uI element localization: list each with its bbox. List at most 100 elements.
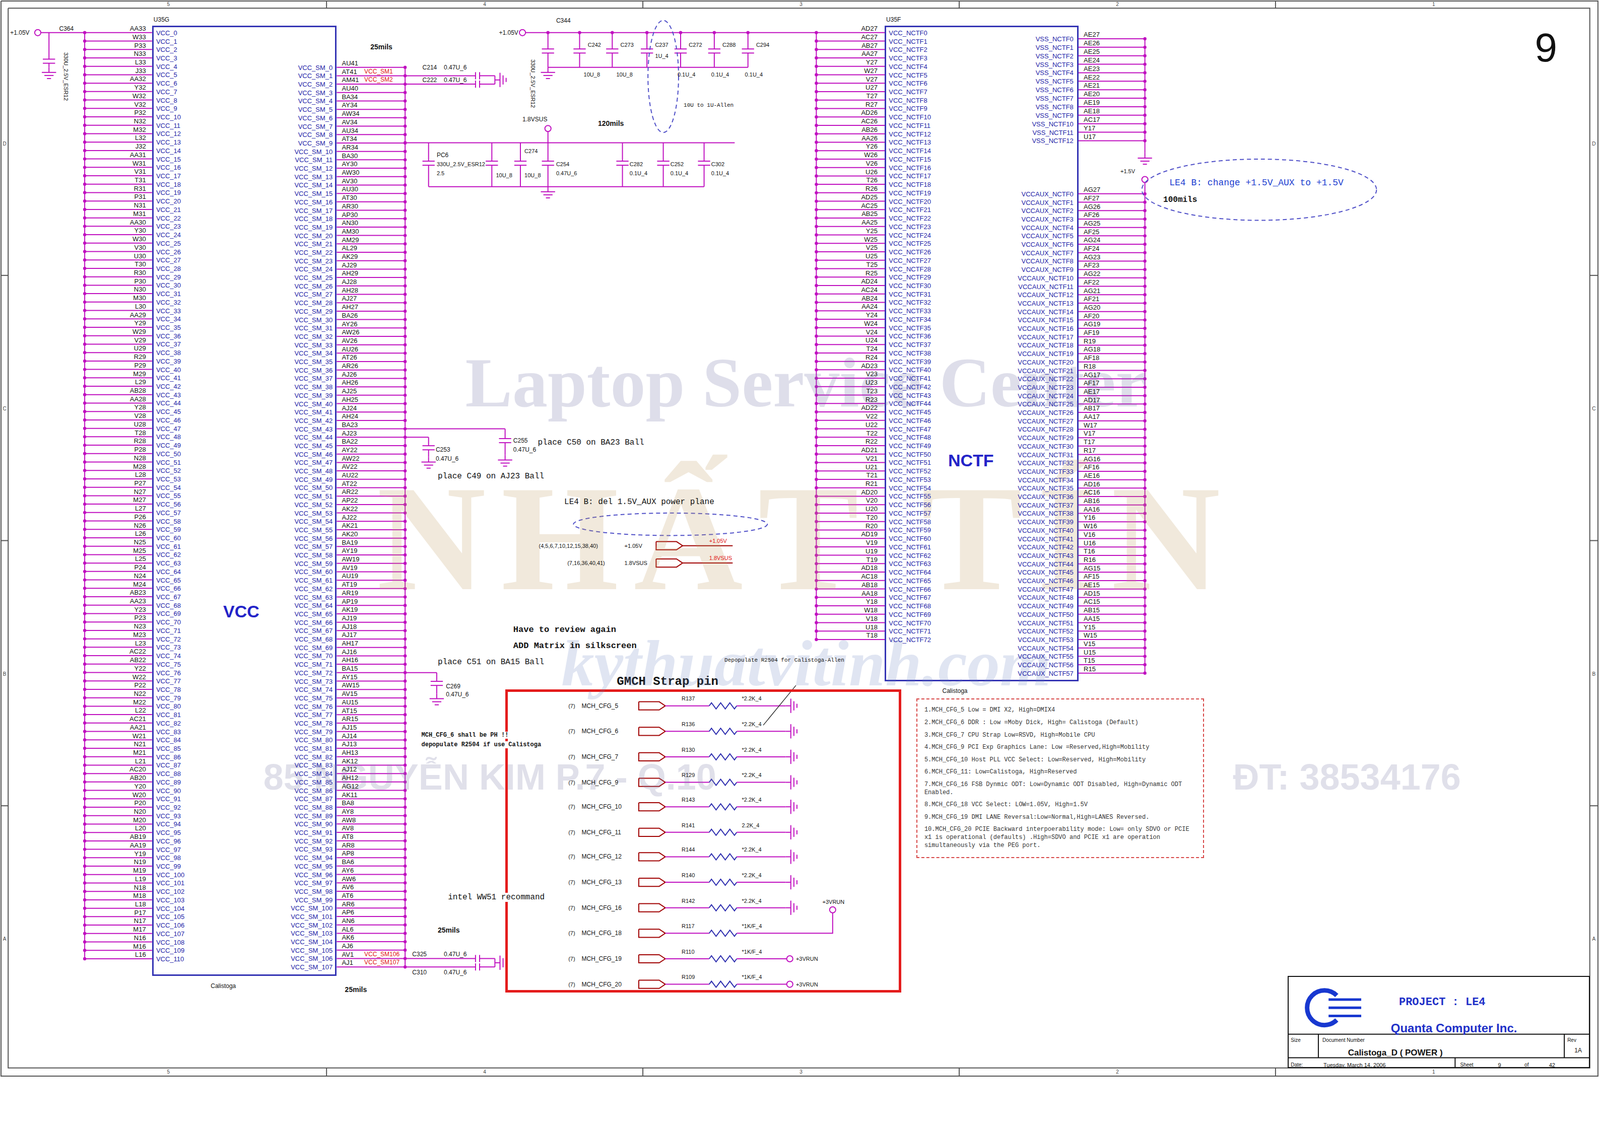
sheet-ref: (7) — [568, 804, 575, 811]
ball-number: P26 — [134, 513, 147, 520]
ground-symbol — [504, 454, 506, 460]
pin-name: VCC_SM_88 — [294, 804, 333, 811]
part-value: 10U_8 — [616, 71, 633, 78]
pin-name: VCC_68 — [156, 602, 181, 609]
ball-number: AB18 — [861, 581, 878, 588]
pin-name: VCC_54 — [156, 484, 181, 491]
wire — [436, 673, 438, 682]
ball-number: N28 — [134, 454, 147, 461]
pin-name: VCC_SM_100 — [290, 905, 333, 912]
ball-number: N31 — [134, 202, 147, 209]
ground-symbol — [796, 880, 798, 885]
pin-name: VCC_82 — [156, 719, 181, 727]
ball-number: L28 — [135, 471, 147, 479]
pin-name: VCC_NCTF39 — [888, 358, 931, 365]
junction-dot — [403, 839, 407, 843]
pin-name: VCC_SM_80 — [294, 737, 333, 744]
ground-symbol — [543, 194, 553, 196]
ball-number: AA21 — [129, 723, 147, 731]
sheet-frame — [958, 1068, 960, 1077]
net-name: MCH_CFG_12 — [581, 853, 622, 860]
ball-number: Y20 — [134, 782, 147, 790]
offpage-connector — [638, 803, 666, 812]
wire — [479, 75, 495, 77]
ground-symbol — [436, 693, 438, 699]
ball-number: AC15 — [1083, 598, 1101, 606]
note-text: Depopulate R2504 for Calistoga-Allen — [724, 657, 845, 663]
ball-number: AE20 — [1083, 90, 1100, 98]
junction-dot — [403, 873, 407, 877]
ball-number: T30 — [134, 260, 146, 268]
wire — [736, 806, 786, 808]
junction-dot — [403, 822, 407, 826]
ball-number: U24 — [865, 337, 878, 344]
wire — [736, 832, 786, 834]
ball-number: AK21 — [342, 522, 359, 529]
junction-dot — [83, 435, 87, 439]
part-value: *2.2K_4 — [742, 797, 762, 804]
part-ref: C269 — [445, 683, 461, 690]
pin-name: VCC_102 — [156, 888, 185, 896]
pin-name: VCC_SM_62 — [294, 585, 333, 592]
pin-name: VCC_32 — [156, 298, 181, 306]
ball-number: AM41 — [342, 76, 360, 84]
ball-number: T27 — [866, 92, 878, 100]
junction-dot — [403, 132, 407, 137]
ball-number: L30 — [135, 302, 147, 310]
ball-number: AJ16 — [342, 648, 358, 655]
pin-name: VCCAUX_NCTF35 — [1017, 485, 1074, 492]
wire — [405, 958, 476, 960]
ball-number: AG17 — [1083, 371, 1101, 378]
wire — [491, 143, 493, 162]
junction-dot — [1143, 427, 1147, 431]
ball-number: AH25 — [342, 395, 359, 403]
pin-name: VCCAUX_NCTF2 — [1021, 207, 1074, 215]
node-text: U35F — [886, 16, 901, 23]
ball-number: AR8 — [342, 841, 355, 849]
ball-number: AJ6 — [342, 943, 354, 950]
ball-number: T21 — [866, 472, 878, 479]
pin-name: VCC_NCTF26 — [888, 248, 931, 256]
ball-number: U25 — [865, 252, 878, 260]
pin-name: VCC_NCTF61 — [888, 543, 931, 551]
junction-dot — [814, 64, 818, 69]
ball-number: T22 — [866, 429, 878, 437]
part-value: 2.2K_4 — [742, 822, 760, 829]
pin-name: VCCAUX_NCTF1 — [1021, 198, 1074, 206]
ball-number: AF22 — [1083, 278, 1100, 286]
pin-name: VCC_SM_42 — [294, 417, 333, 424]
net-name: MCH_CFG_5 — [581, 703, 619, 710]
part-value: *1K/F_4 — [742, 949, 763, 955]
ball-number: L27 — [135, 505, 147, 512]
title-block-line — [1563, 1034, 1565, 1059]
net-name: 1.8VSUS — [709, 555, 732, 561]
capacitor-symbol — [697, 160, 710, 162]
junction-dot — [83, 292, 87, 296]
junction-dot — [83, 831, 87, 835]
wire — [622, 165, 624, 187]
junction-dot — [83, 224, 87, 228]
pin-name: VCC_NCTF33 — [888, 307, 931, 315]
pin-name: VCC_70 — [156, 619, 181, 626]
pin-name: VCC_35 — [156, 324, 181, 331]
junction-dot — [645, 31, 649, 35]
zone-number: 4 — [483, 1070, 487, 1076]
part-ref: C237 — [654, 42, 669, 48]
junction-dot — [83, 47, 87, 51]
pin-name: VCC_NCTF17 — [888, 172, 931, 180]
pin-name: VCC_SM_3 — [298, 89, 333, 96]
zone-letter: C — [1591, 406, 1596, 412]
junction-dot — [83, 208, 87, 212]
ground-symbol — [796, 780, 798, 785]
ball-number: M29 — [132, 370, 146, 377]
pin-name: VCC_SM_76 — [294, 703, 333, 710]
junction-dot — [83, 384, 87, 388]
junction-dot — [83, 267, 87, 271]
ball-number: AK12 — [342, 757, 359, 765]
pin-name: VCC_89 — [156, 778, 181, 786]
sheet-ref: (7) — [568, 703, 575, 709]
ground-symbol — [421, 461, 436, 463]
junction-dot — [83, 578, 87, 582]
junction-dot — [83, 704, 87, 708]
ground-symbol — [46, 78, 51, 80]
